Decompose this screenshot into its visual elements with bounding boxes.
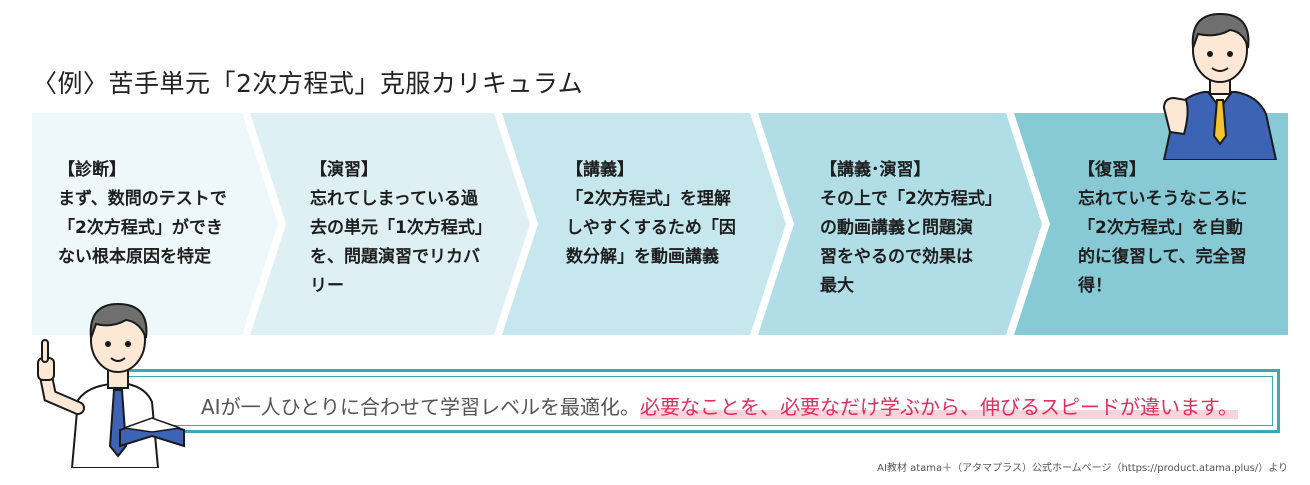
step-heading: 【演習】	[310, 160, 378, 180]
step-heading: 【診断】	[58, 160, 126, 180]
banner-plain-text: AIが一人ひとりに合わせて学習レベルを最適化。	[201, 395, 640, 419]
step-arrow-review	[1014, 113, 1288, 335]
step-lecture: 【講義】 「2次方程式」を理解 しやすくするため「因 数分解」を動画講義	[566, 156, 766, 272]
step-body: 忘れてしまっている過 去の単元「1次方程式」 を、問題演習でリカバ リー	[310, 189, 492, 296]
teacher-pointing-illustration	[37, 302, 185, 468]
step-body: 「2次方程式」を理解 しやすくするため「因 数分解」を動画講義	[566, 189, 736, 267]
step-diagnosis: 【診断】 まず、数問のテストで 「2次方程式」ができ ない根本原因を特定	[58, 156, 258, 272]
step-arrow-practice	[250, 113, 530, 335]
banner-highlight-text: 必要なことを、必要なだけ学ぶから、伸びるスピードが違います。	[639, 395, 1238, 419]
step-practice: 【演習】 忘れてしまっている過 去の単元「1次方程式」 を、問題演習でリカバ リ…	[310, 156, 510, 301]
step-arrow-lecture	[502, 113, 786, 335]
step-arrow-diagnosis	[32, 113, 278, 335]
step-body: 忘れていそうなころに 「2次方程式」を自動 的に復習して、完全習 得！	[1078, 189, 1248, 296]
step-heading: 【復習】	[1078, 160, 1146, 180]
step-heading: 【講義】	[566, 160, 634, 180]
message-banner: AIが一人ひとりに合わせて学習レベルを最適化。必要なことを、必要なだけ学ぶから、…	[120, 369, 1280, 433]
step-heading: 【講義･演習】	[820, 160, 931, 180]
step-body: まず、数問のテストで 「2次方程式」ができ ない根本原因を特定	[58, 189, 227, 267]
banner-message: AIが一人ひとりに合わせて学習レベルを最適化。必要なことを、必要なだけ学ぶから、…	[201, 391, 1238, 420]
businessman-fist-illustration	[1162, 12, 1278, 160]
step-lecture-practice: 【講義･演習】 その上で「2次方程式」 の動画講義と問題演 習をやるので効果は …	[820, 156, 1020, 301]
source-credit: AI教材 atama＋（アタマプラス）公式ホームページ（https://prod…	[877, 463, 1288, 474]
step-arrow-lecture-practice	[758, 113, 1042, 335]
page-title: 〈例〉苦手単元「2次方程式」克服カリキュラム	[32, 69, 584, 98]
step-body: その上で「2次方程式」 の動画講義と問題演 習をやるので効果は 最大	[820, 189, 1002, 296]
step-review: 【復習】 忘れていそうなころに 「2次方程式」を自動 的に復習して、完全習 得！	[1078, 156, 1278, 301]
